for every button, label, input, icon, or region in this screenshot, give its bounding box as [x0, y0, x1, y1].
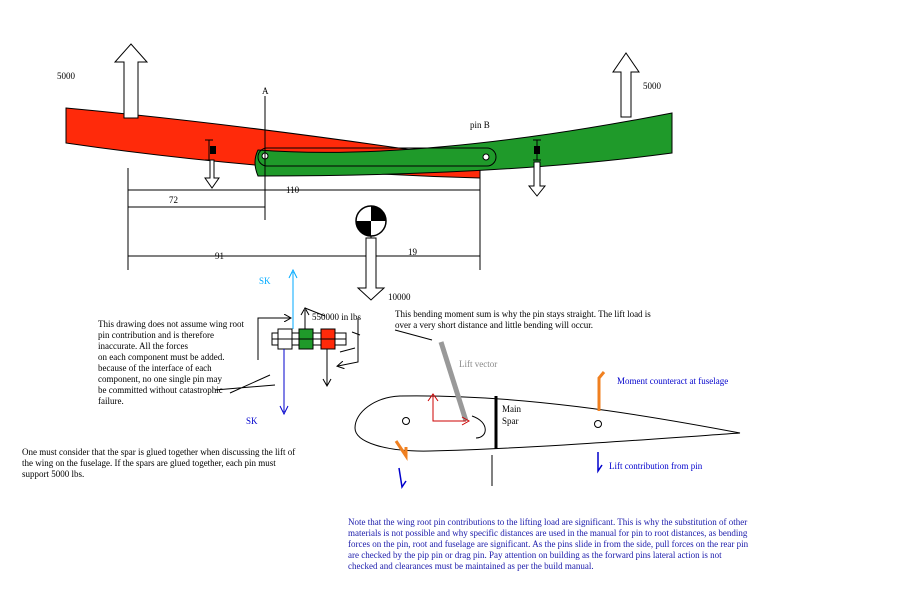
sk-down-arrowhead — [279, 405, 289, 416]
sk-up-arrowhead — [288, 268, 298, 279]
lift-vector-axes — [427, 393, 471, 426]
sk-bottom-label: SK — [246, 416, 258, 426]
point-a-label: A — [262, 86, 269, 96]
note-line: are checked by the pip pin or drag pin. … — [348, 550, 722, 560]
front-pin-icon — [402, 417, 410, 425]
dimension-19-label: 19 — [408, 247, 418, 257]
right-load-label: 5000 — [643, 81, 662, 91]
left-load-label: 5000 — [57, 71, 76, 81]
center-of-gravity-icon — [355, 205, 387, 237]
note-line: on each component must be added. — [98, 352, 225, 362]
lift-vector-label: Lift vector — [459, 359, 497, 369]
glued-note: One must consider that the spar is glued… — [22, 447, 322, 480]
note-line: over a very short distance and little be… — [395, 320, 593, 330]
moment-label: 550000 in lbs — [312, 312, 362, 322]
right-fitting-icon — [533, 139, 541, 161]
dimension-72-label: 72 — [169, 195, 178, 205]
root-pin-note: Note that the wing root pin contribution… — [348, 517, 778, 572]
pin-b-label: pin B — [470, 120, 490, 130]
bending-note: This bending moment sum is why the pin s… — [395, 309, 715, 331]
pin-b-hole — [482, 153, 490, 161]
note-line: This bending moment sum is why the pin s… — [395, 309, 651, 319]
pin-down-arrow — [322, 349, 332, 388]
note-line: component, no one single pin may — [98, 374, 222, 384]
note-line: This drawing does not assume wing root — [98, 319, 244, 329]
cg-load-arrow — [356, 237, 386, 301]
lift-contribution-label: Lift contribution from pin — [609, 461, 703, 471]
note-line: because of the interface of each — [98, 363, 212, 373]
moment-arrow-bottom — [338, 318, 359, 366]
moment-arrow-top — [257, 318, 290, 360]
dimension-110-label: 110 — [286, 185, 300, 195]
main-spar-label-2: Spar — [502, 416, 519, 426]
lift-vector-rotation-icon — [471, 415, 486, 439]
pin-up-arrow — [300, 306, 310, 329]
rear-moment-arrow — [597, 371, 606, 411]
note-line: Note that the wing root pin contribution… — [348, 517, 748, 527]
cg-load-label: 10000 — [388, 292, 411, 302]
note-line: checked and clearances must be maintaine… — [348, 561, 594, 571]
left-down-arrow — [204, 159, 220, 189]
dimension-lines — [127, 168, 481, 270]
left-note: This drawing does not assume wing root p… — [98, 319, 258, 407]
main-spar-label-1: Main — [502, 404, 521, 414]
dimension-91-label: 91 — [215, 251, 224, 261]
note-line: materials is not possible and why specif… — [348, 528, 748, 538]
pin-slot — [257, 147, 497, 167]
rear-lift-arrow — [597, 452, 603, 474]
right-spar-green — [254, 112, 673, 177]
note-line: the wing on the fuselage. If the spars a… — [22, 458, 276, 468]
front-lift-arrow — [398, 467, 407, 490]
note-line: be committed without catastrophic — [98, 385, 223, 395]
note-line: inaccurate. All the forces — [98, 341, 188, 351]
front-moment-arrow — [394, 440, 408, 461]
airfoil-profile — [354, 395, 741, 452]
right-down-arrow — [527, 161, 547, 197]
pin-assembly — [271, 328, 347, 350]
lift-vector-line — [438, 341, 469, 422]
left-lift-arrow — [113, 43, 149, 119]
note-line: One must consider that the spar is glued… — [22, 447, 296, 457]
note-line: support 5000 lbs. — [22, 469, 85, 479]
sk-top-label: SK — [259, 276, 271, 286]
note-line: failure. — [98, 396, 124, 406]
rear-pin-icon — [594, 420, 602, 428]
note-line: forces on the pin, root and fuselage are… — [348, 539, 749, 549]
right-lift-arrow — [612, 52, 640, 118]
moment-counteract-label: Moment counteract at fuselage — [617, 376, 728, 386]
note-line: pin contribution and is therefore — [98, 330, 214, 340]
pointer-lines — [214, 307, 433, 394]
